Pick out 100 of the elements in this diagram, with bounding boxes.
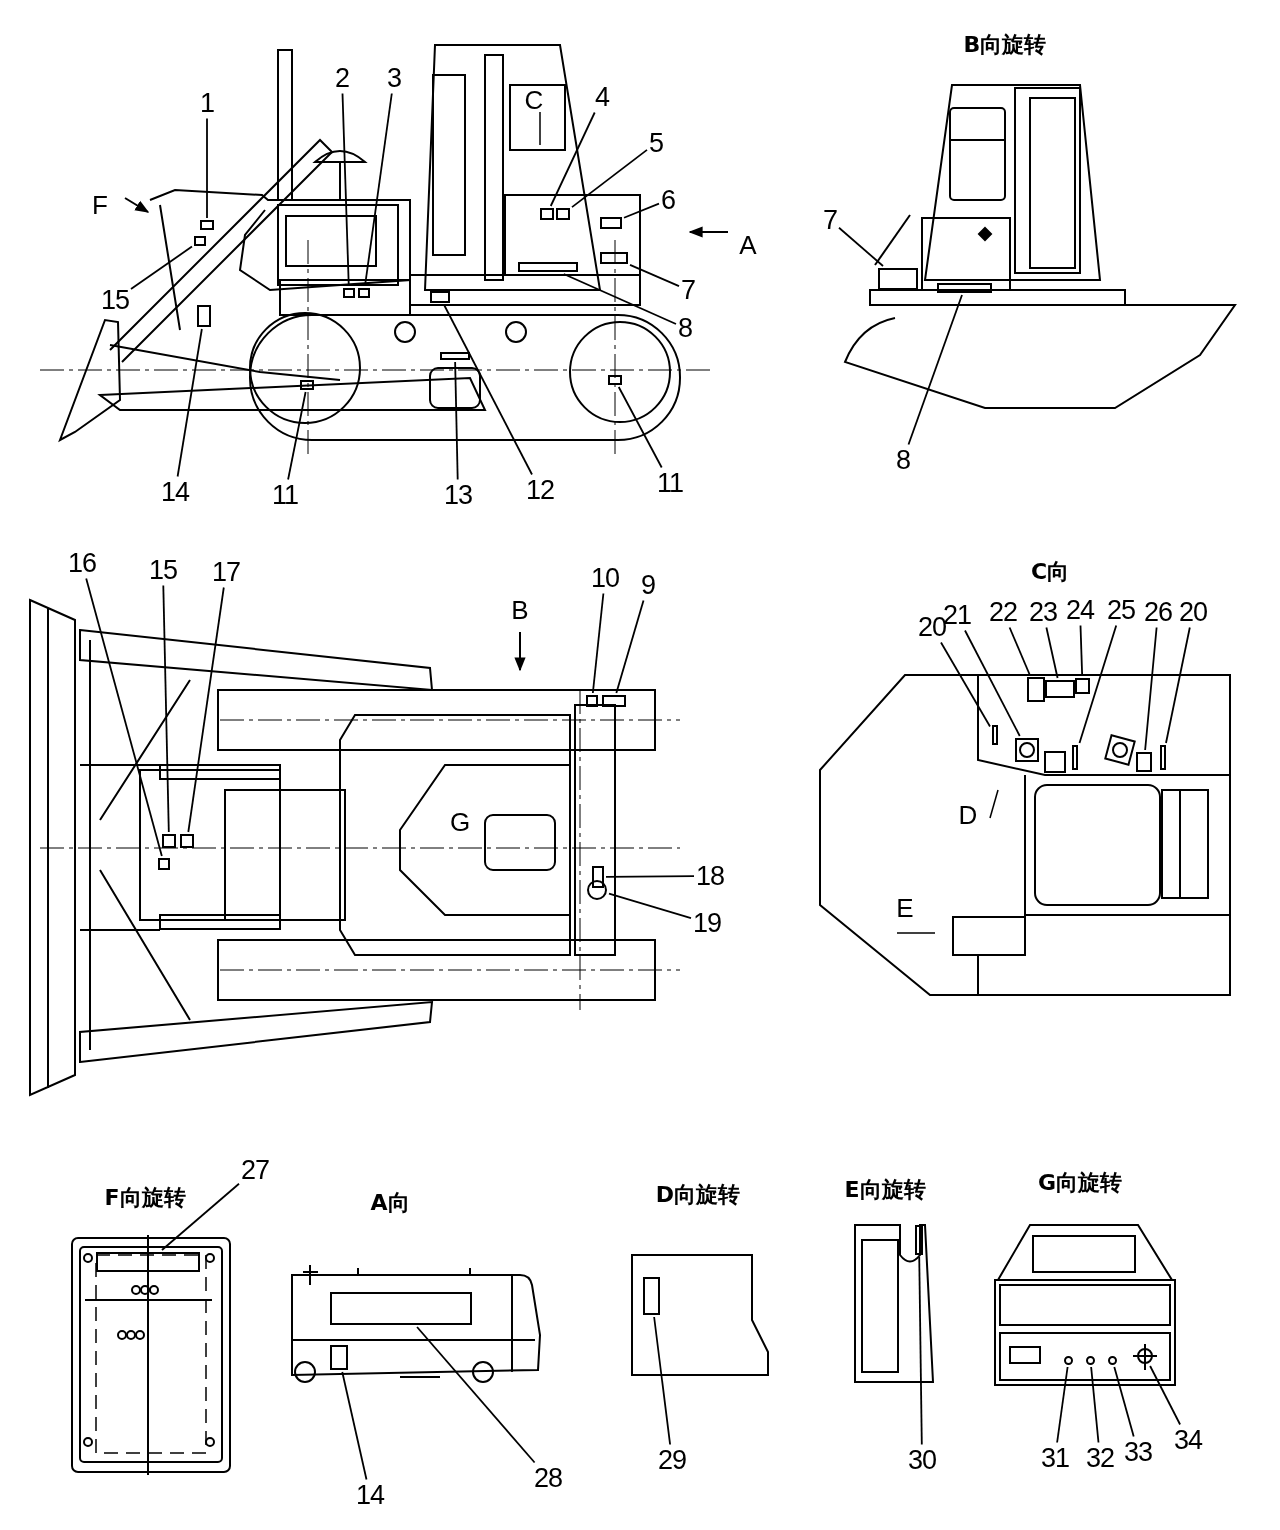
callout-number: 19 — [693, 909, 721, 937]
round-fitting — [1108, 1356, 1117, 1365]
callout-number: 14 — [356, 1481, 384, 1509]
callout-number: 20 — [918, 613, 946, 641]
callout-number: 30 — [908, 1446, 936, 1474]
leader-line — [206, 117, 208, 219]
decal-plate — [1075, 678, 1090, 694]
leader-line — [629, 264, 680, 287]
callout-number: 7 — [823, 206, 837, 234]
callout-number: 6 — [661, 186, 675, 214]
decal-plate — [1027, 677, 1045, 702]
decal-plate — [592, 866, 604, 888]
leader-line — [549, 111, 596, 207]
leader-line — [1079, 624, 1084, 677]
decal-plate — [180, 834, 194, 848]
decal-plate — [158, 858, 170, 870]
leader-line — [617, 386, 663, 469]
leader-line — [605, 875, 695, 878]
view-letter: A — [739, 232, 757, 258]
decal-plate — [1015, 738, 1039, 762]
leader-line — [162, 584, 170, 833]
callout-number: 8 — [896, 446, 910, 474]
callout-number: 5 — [649, 129, 663, 157]
decal-plate — [430, 291, 450, 303]
decal-plate — [992, 725, 998, 745]
decal-plate — [600, 217, 622, 229]
callout-number: 31 — [1041, 1444, 1069, 1472]
decal-plate — [197, 305, 211, 327]
view-letter: E — [896, 895, 914, 921]
callout-number: 24 — [1066, 596, 1094, 624]
callout-number: 7 — [681, 276, 695, 304]
view-letter: G — [449, 809, 471, 835]
callout-number: 13 — [444, 481, 472, 509]
leader-line — [591, 592, 605, 694]
callout-number: 17 — [212, 558, 240, 586]
callout-number: 1 — [200, 89, 214, 117]
leader-line — [85, 577, 163, 857]
callout-number: 32 — [1086, 1444, 1114, 1472]
leader-line — [1056, 1366, 1069, 1444]
round-fitting — [1086, 1356, 1095, 1365]
decal-plate — [440, 352, 470, 360]
callout-number: 4 — [595, 83, 609, 111]
leader-line — [623, 202, 660, 219]
callout-number: 12 — [526, 476, 554, 504]
leader-line — [940, 641, 991, 728]
view-heading: G向旋转 — [1037, 1169, 1123, 1197]
leader-line — [1008, 626, 1031, 676]
callout-number: 3 — [387, 64, 401, 92]
decal-plate — [556, 208, 570, 220]
leader-line — [416, 1326, 536, 1464]
decal-plate — [1045, 680, 1075, 698]
view-heading: D向旋转 — [655, 1181, 741, 1209]
leader-line — [1165, 626, 1191, 744]
callout-number: 28 — [534, 1464, 562, 1492]
callout-number: 11 — [657, 469, 683, 497]
decal-plate — [586, 695, 598, 707]
view-heading: C向 — [1030, 558, 1070, 586]
callout-number: 15 — [149, 556, 177, 584]
leader-line — [964, 629, 1021, 737]
leader-line — [187, 586, 225, 833]
callout-number: 29 — [658, 1446, 686, 1474]
round-fitting — [587, 880, 607, 900]
decal-plate — [1072, 745, 1078, 770]
decal-plate — [300, 380, 314, 390]
leader-line — [907, 294, 963, 446]
callout-number: 26 — [1144, 598, 1172, 626]
callout-number: 2 — [335, 64, 349, 92]
leader-line — [615, 599, 645, 694]
decal-plate — [608, 375, 622, 385]
callout-number: 33 — [1124, 1438, 1152, 1466]
decal-plate — [96, 1252, 200, 1272]
leader-line — [341, 92, 350, 287]
callout-number: 34 — [1174, 1426, 1202, 1454]
decal-plate — [600, 252, 628, 264]
view-letter: B — [511, 597, 529, 623]
leader-line — [1113, 1366, 1135, 1438]
callout-number: 11 — [272, 481, 298, 509]
leader-line — [454, 361, 459, 481]
leader-line — [838, 226, 884, 267]
view-letter: F — [92, 192, 108, 218]
decal-plate — [330, 1292, 472, 1325]
decal-plate — [343, 288, 355, 298]
decal-plate — [602, 695, 626, 707]
leader-line — [653, 1316, 671, 1446]
callout-number: 16 — [68, 549, 96, 577]
round-fitting — [1064, 1356, 1073, 1365]
decal-plate — [330, 1345, 348, 1370]
decal-plate — [162, 834, 176, 848]
decal-plate — [1160, 745, 1166, 770]
callout-number: 22 — [989, 598, 1017, 626]
decal-plate — [878, 268, 918, 290]
view-letter: C — [524, 87, 544, 113]
decal-plate — [937, 283, 992, 293]
leader-line — [130, 245, 193, 290]
leader-line — [608, 892, 692, 920]
leader-line — [176, 328, 203, 478]
view-heading: E向旋转 — [844, 1176, 926, 1204]
leader-line — [161, 1182, 240, 1251]
leader-line — [918, 1256, 923, 1446]
callout-number: 9 — [641, 571, 655, 599]
